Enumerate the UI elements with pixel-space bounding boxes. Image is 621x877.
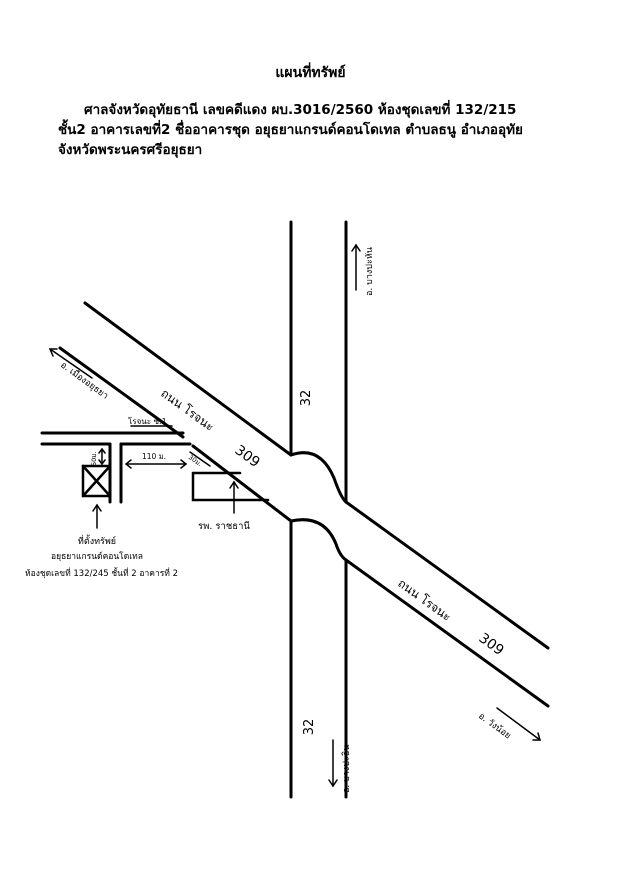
soi-rojana-1-label: โรจนะ ซ.1 [128, 416, 167, 426]
hospital-building [191, 471, 270, 502]
property-box [81, 464, 112, 498]
arrow-head-bang-pahan-top [351, 243, 361, 252]
heading-line-3: จังหวัดพระนครศรีอยุธยา [58, 142, 203, 158]
direction-arrows [48, 243, 541, 788]
property-pointer-head [92, 503, 102, 512]
arrow-head-wang-noi [532, 732, 541, 741]
rojana-upper-number: 309 [232, 442, 263, 471]
roundabout-north-curve [289, 451, 348, 504]
roundabout [289, 451, 348, 562]
rojana-upper-edge-west [83, 301, 293, 457]
property-building [81, 464, 112, 498]
roundabout-south-curve [289, 518, 348, 562]
hospital-label: รพ. ราชธานี [198, 520, 250, 532]
page-title: แผนที่ทรัพย์ [275, 65, 346, 81]
arrow-head-bang-pahan-bottom [328, 779, 338, 788]
distance-small-label: 30ม. [187, 453, 204, 468]
pointer-arrows [92, 480, 239, 529]
distance-110-label: 110 ม. [142, 452, 166, 461]
property-cross-b [81, 464, 112, 498]
heading-line-2: ชั้น2 อาคารเลขที่2 ชื่ออาคารชุด อยุธยาแก… [58, 122, 523, 138]
property-label-1: ที่ตั้งทรัพย์ [78, 534, 116, 547]
distance-small-line-b [195, 448, 214, 462]
case-heading: ศาลจังหวัดอุทัยธานี เลขคดีแดง ผบ.3016/25… [58, 100, 578, 160]
arrow-ayutthaya [49, 348, 93, 379]
heading-line-1: ศาลจังหวัดอุทัยธานี เลขคดีแดง ผบ.3016/25… [84, 102, 517, 118]
hospital-pointer-head [229, 480, 239, 489]
property-label-2: อยุธยาแกรนด์คอนโดเทล [51, 551, 143, 562]
arrow-wang-noi [496, 707, 541, 741]
property-label-3: ห้องชุดเลขที่ 132/245 ชั้นที่ 2 อาคารที่… [25, 567, 178, 579]
rojana-upper-edge-east [344, 500, 550, 650]
rojana-lower-number: 309 [476, 630, 507, 659]
distance-small-line [189, 451, 211, 467]
rojana-road-309 [58, 301, 550, 708]
arrow-head-ayutthaya [48, 348, 58, 357]
map-labels: 32 32 ถนน โรจนะ 309 ถนน โรจนะ 309 อ. บาง… [25, 247, 513, 793]
highway-32 [289, 220, 348, 799]
distance-side-arrows [98, 447, 106, 466]
soi-rojana-1 [40, 431, 192, 504]
direction-bang-pahan-top: อ. บางปะหัน [365, 247, 375, 296]
distance-110-arrows [124, 459, 188, 469]
distance-side-label: 50ม. [90, 451, 98, 466]
highway-32-label-top: 32 [299, 390, 314, 407]
direction-bang-pahan-bottom: อ. บางปะอิน [341, 745, 352, 793]
highway-32-label-bottom: 32 [302, 719, 317, 736]
rojana-lower-edge-west-a [58, 346, 185, 439]
rojana-lower-edge-east [344, 558, 550, 708]
distance-marks [98, 425, 214, 469]
